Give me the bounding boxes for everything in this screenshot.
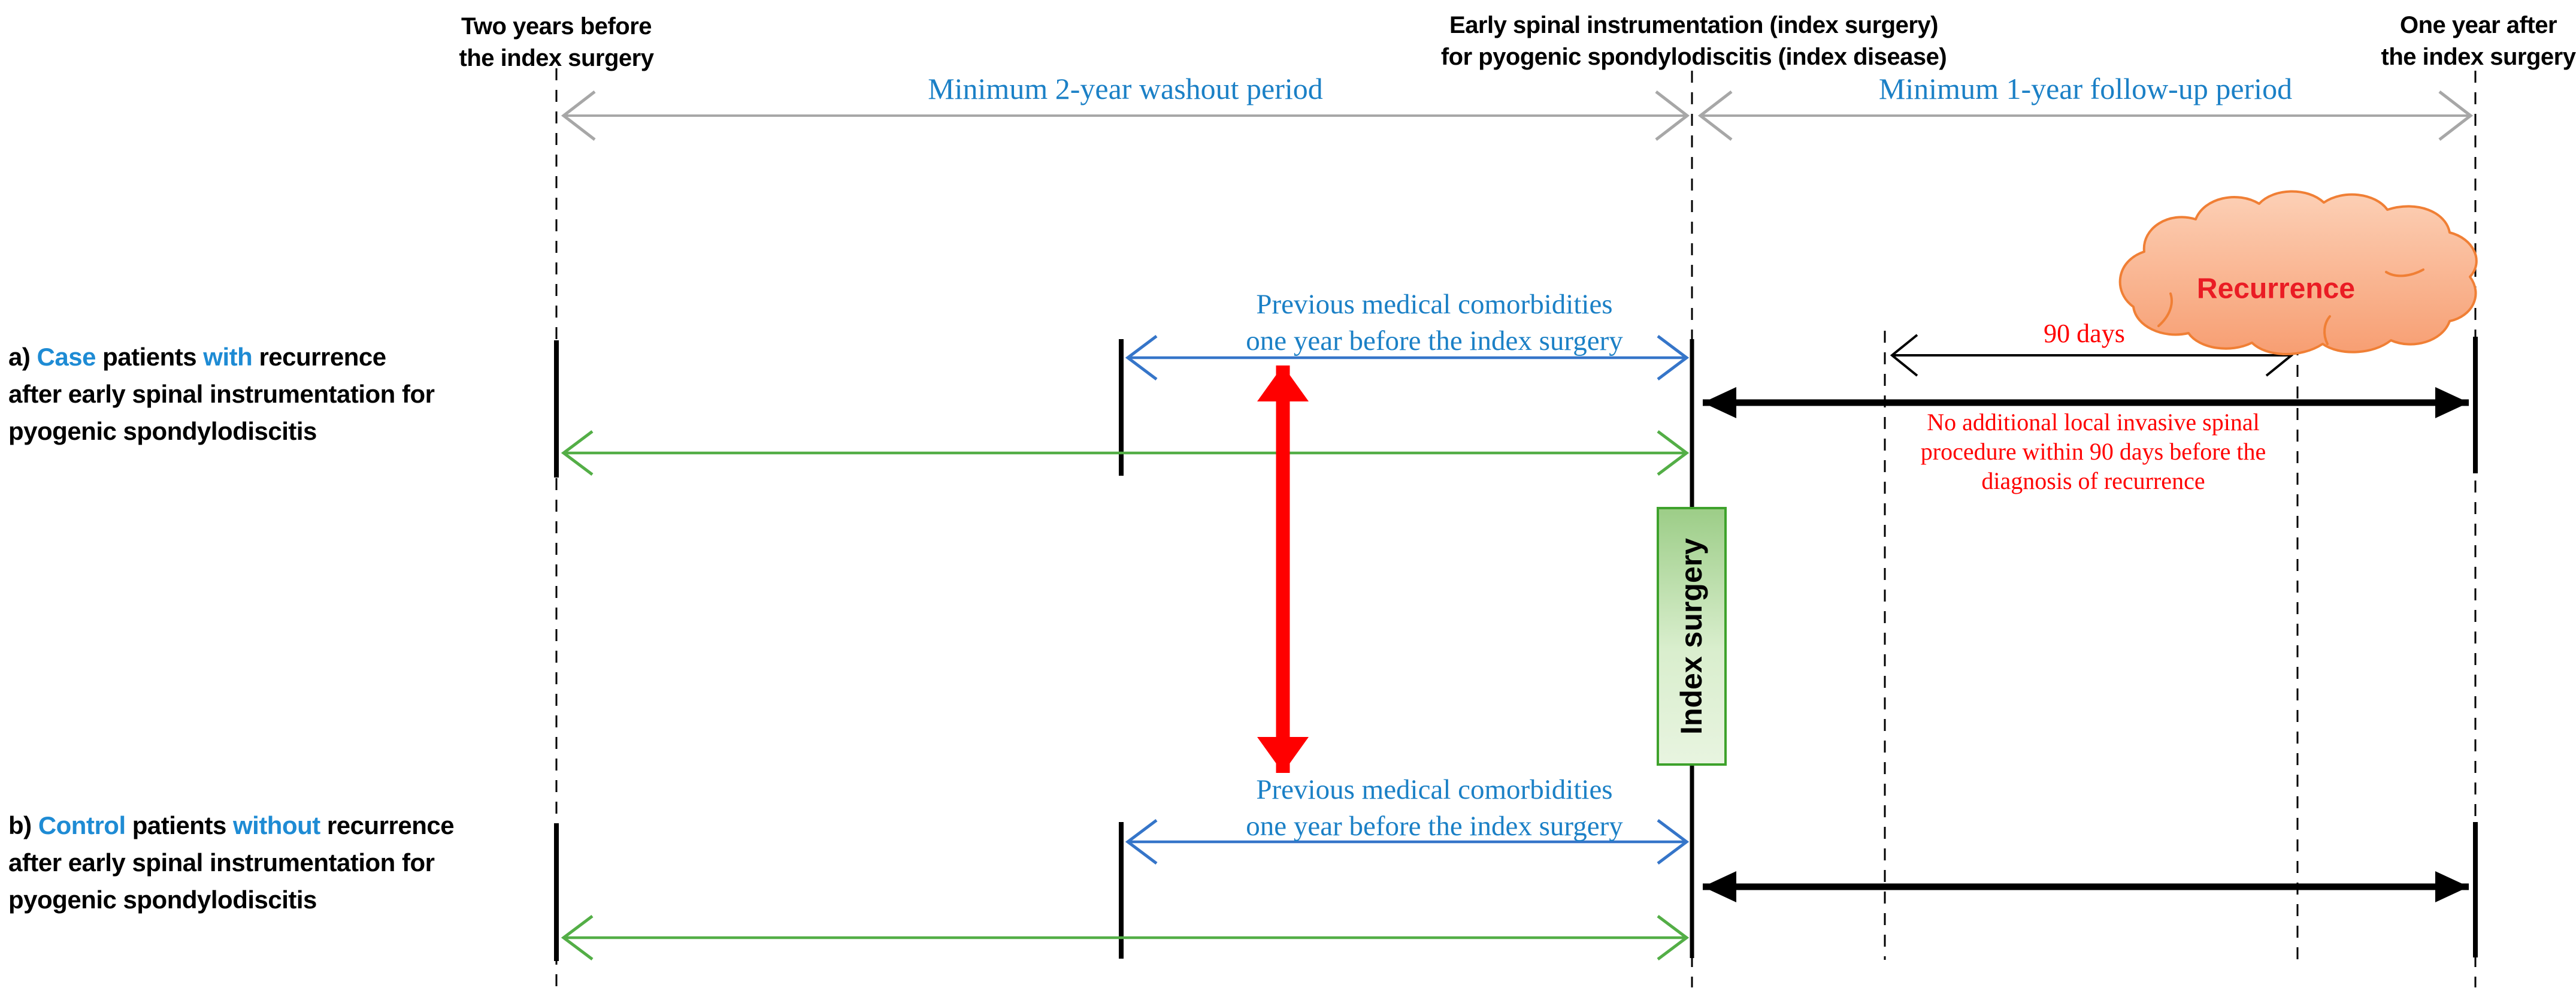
case-row-line3: pyogenic spondylodiscitis <box>8 417 317 445</box>
cloud-inner-arcs <box>2157 268 2424 345</box>
one-year-after-line2: the index surgery <box>2381 44 2576 70</box>
control-row-line3: pyogenic spondylodiscitis <box>8 886 317 914</box>
ninety-days-label: 90 days <box>2044 319 2125 348</box>
control-prefix: b) <box>8 811 38 839</box>
index-surgery-header-line1: Early spinal instrumentation (index surg… <box>1449 12 1938 38</box>
washout-span-arrows <box>561 430 1690 960</box>
comorbidities-caption-b: Previous medical comorbidities one year … <box>1246 772 1623 845</box>
comorbidities-caption-a: Previous medical comorbidities one year … <box>1246 286 1623 359</box>
no-procedure-line3: diagnosis of recurrence <box>1981 467 2205 494</box>
recurrence-label: Recurrence <box>2196 273 2356 305</box>
control-mid: patients <box>125 811 233 839</box>
comorbidities-a-line1: Previous medical comorbidities <box>1256 289 1613 320</box>
two-years-before-label: Two years before the index surgery <box>459 11 654 74</box>
index-surgery-header-line2: for pyogenic spondylodiscitis (index dis… <box>1440 44 1947 70</box>
control-suffix: recurrence <box>320 811 455 839</box>
followup-span-arrows <box>1703 387 2469 902</box>
case-group-word: Case <box>37 343 96 371</box>
case-suffix: recurrence <box>252 343 386 371</box>
case-qualifier-word: with <box>203 343 253 371</box>
comorbidities-b-line1: Previous medical comorbidities <box>1256 774 1613 805</box>
recurrence-cloud <box>2118 190 2478 355</box>
one-year-after-line1: One year after <box>2399 12 2557 38</box>
control-row-label: b) Control patients without recurrence a… <box>8 807 455 919</box>
control-row-line1: b) Control patients without recurrence <box>8 807 455 844</box>
followup-period-label: Minimum 1-year follow-up period <box>1878 72 2293 105</box>
control-qualifier-word: without <box>232 811 320 839</box>
index-surgery-box-label: Index surgery <box>1675 538 1708 735</box>
comorbidity-arrows <box>1125 335 1690 865</box>
index-surgery-box <box>1657 507 1727 766</box>
case-prefix: a) <box>8 343 37 371</box>
control-row-line2: after early spinal instrumentation for <box>8 848 435 877</box>
control-group-word: Control <box>38 811 126 839</box>
case-row-label: a) Case patients with recurrence after e… <box>8 339 435 450</box>
two-years-before-line2: the index surgery <box>459 45 654 71</box>
comorbidities-a-line2: one year before the index surgery <box>1246 325 1623 356</box>
case-mid: patients <box>95 343 204 371</box>
two-years-before-line1: Two years before <box>461 13 652 40</box>
case-row-line1: a) Case patients with recurrence <box>8 339 435 376</box>
case-row-line2: after early spinal instrumentation for <box>8 380 435 408</box>
one-year-after-label: One year after the index surgery <box>2381 10 2576 73</box>
dashed-timeline-verticals <box>555 68 2477 987</box>
no-procedure-line1: No additional local invasive spinal <box>1927 409 2260 436</box>
index-surgery-header-label: Early spinal instrumentation (index surg… <box>1441 10 1947 73</box>
solid-tick-segments <box>554 337 2478 961</box>
no-procedure-line2: procedure within 90 days before the <box>1920 438 2266 465</box>
no-procedure-caption: No additional local invasive spinal proc… <box>1921 407 2266 496</box>
comorbidities-b-line2: one year before the index surgery <box>1246 811 1623 842</box>
washout-period-label: Minimum 2-year washout period <box>928 72 1323 105</box>
